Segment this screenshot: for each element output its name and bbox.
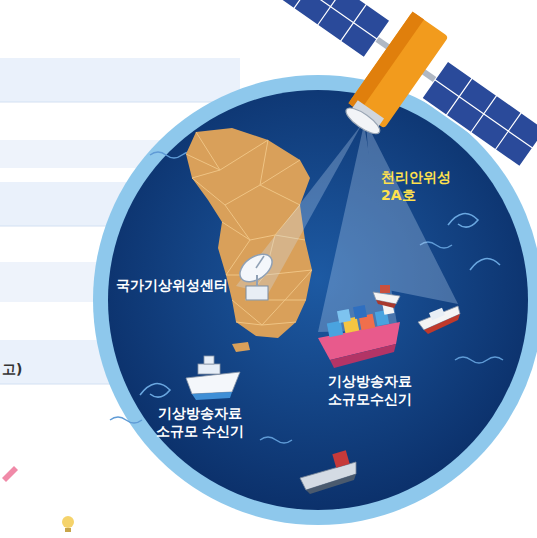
receiver-label: 기상방송자료 소규모 수신기 bbox=[141, 404, 259, 440]
receiver-label: 기상방송자료 소규모수신기 bbox=[314, 372, 426, 408]
satellite-label: 천리안위성 2A호 bbox=[381, 168, 451, 204]
cut-text: 고) bbox=[2, 360, 42, 378]
center-label: 국가기상위성센터 bbox=[116, 276, 246, 294]
